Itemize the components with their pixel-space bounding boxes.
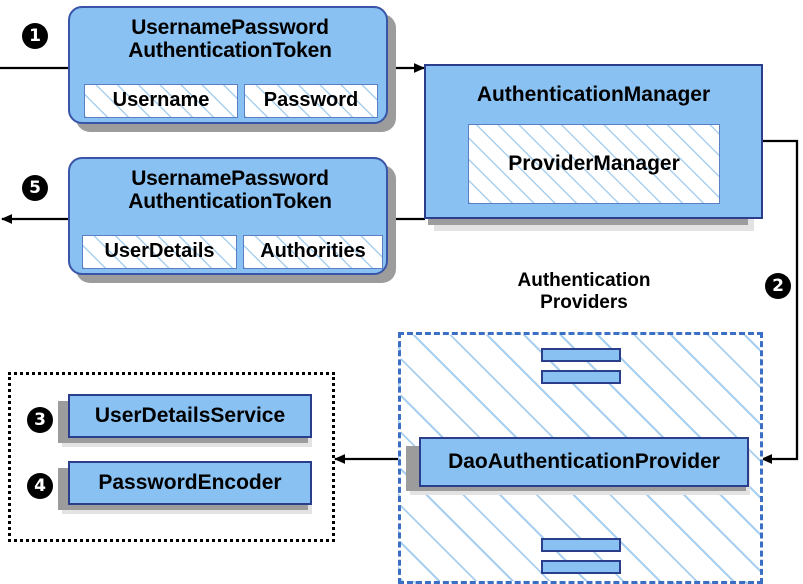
chip-password[interactable]: Password [244, 84, 378, 118]
step-bullet-3: 3 [27, 407, 53, 433]
provider-manager-label: ProviderManager [508, 151, 680, 175]
chip-password-label: Password [263, 89, 359, 112]
arrow-manager-to-provider [761, 139, 799, 464]
provider-manager-box[interactable]: ProviderManager [468, 124, 720, 204]
response-authentication-token-box[interactable]: UsernamePassword AuthenticationToken Use… [68, 157, 388, 275]
passwordencoder-label: PasswordEncoder [98, 470, 282, 494]
chip-username-label: Username [112, 89, 210, 112]
chip-username[interactable]: Username [84, 84, 238, 118]
userdetailsservice-box[interactable]: UserDetailsService [68, 394, 312, 438]
providers-title-line1: Authentication [517, 270, 651, 292]
chip-userdetails-label: UserDetails [104, 240, 215, 263]
userdetailsservice-label: UserDetailsService [94, 403, 286, 427]
step-bullet-5: 5 [22, 175, 48, 201]
authentication-manager-title: AuthenticationManager [476, 82, 711, 106]
authentication-manager-box[interactable]: AuthenticationManager ProviderManager [424, 64, 763, 219]
services-group [8, 372, 335, 542]
request-token-title: UsernamePassword AuthenticationToken [70, 12, 390, 68]
request-authentication-token-box[interactable]: UsernamePassword AuthenticationToken Use… [68, 6, 388, 124]
dao-authentication-provider-label: DaoAuthenticationProvider [448, 449, 720, 473]
other-provider-bar-top-2[interactable] [541, 370, 621, 384]
other-provider-bar-top-1[interactable] [541, 348, 621, 362]
chip-authorities-label: Authorities [260, 240, 366, 263]
response-token-title-line2: AuthenticationToken [128, 190, 332, 213]
response-token-title: UsernamePassword AuthenticationToken [70, 163, 390, 219]
dao-authentication-provider-box[interactable]: DaoAuthenticationProvider [419, 437, 749, 487]
step-bullet-2: 2 [765, 273, 791, 299]
request-token-title-line1: UsernamePassword [131, 16, 329, 40]
step-bullet-1: 1 [22, 23, 48, 49]
providers-title-line2: Providers [540, 292, 628, 313]
passwordencoder-box[interactable]: PasswordEncoder [68, 461, 312, 505]
response-token-title-line1: UsernamePassword [131, 167, 329, 191]
request-token-title-line2: AuthenticationToken [128, 39, 332, 62]
other-provider-bar-bottom-1[interactable] [541, 538, 621, 552]
chip-userdetails[interactable]: UserDetails [82, 235, 237, 269]
chip-authorities[interactable]: Authorities [243, 235, 383, 269]
other-provider-bar-bottom-2[interactable] [541, 560, 621, 574]
step-bullet-4: 4 [27, 473, 53, 499]
authentication-providers-title: Authentication Providers [478, 264, 690, 320]
